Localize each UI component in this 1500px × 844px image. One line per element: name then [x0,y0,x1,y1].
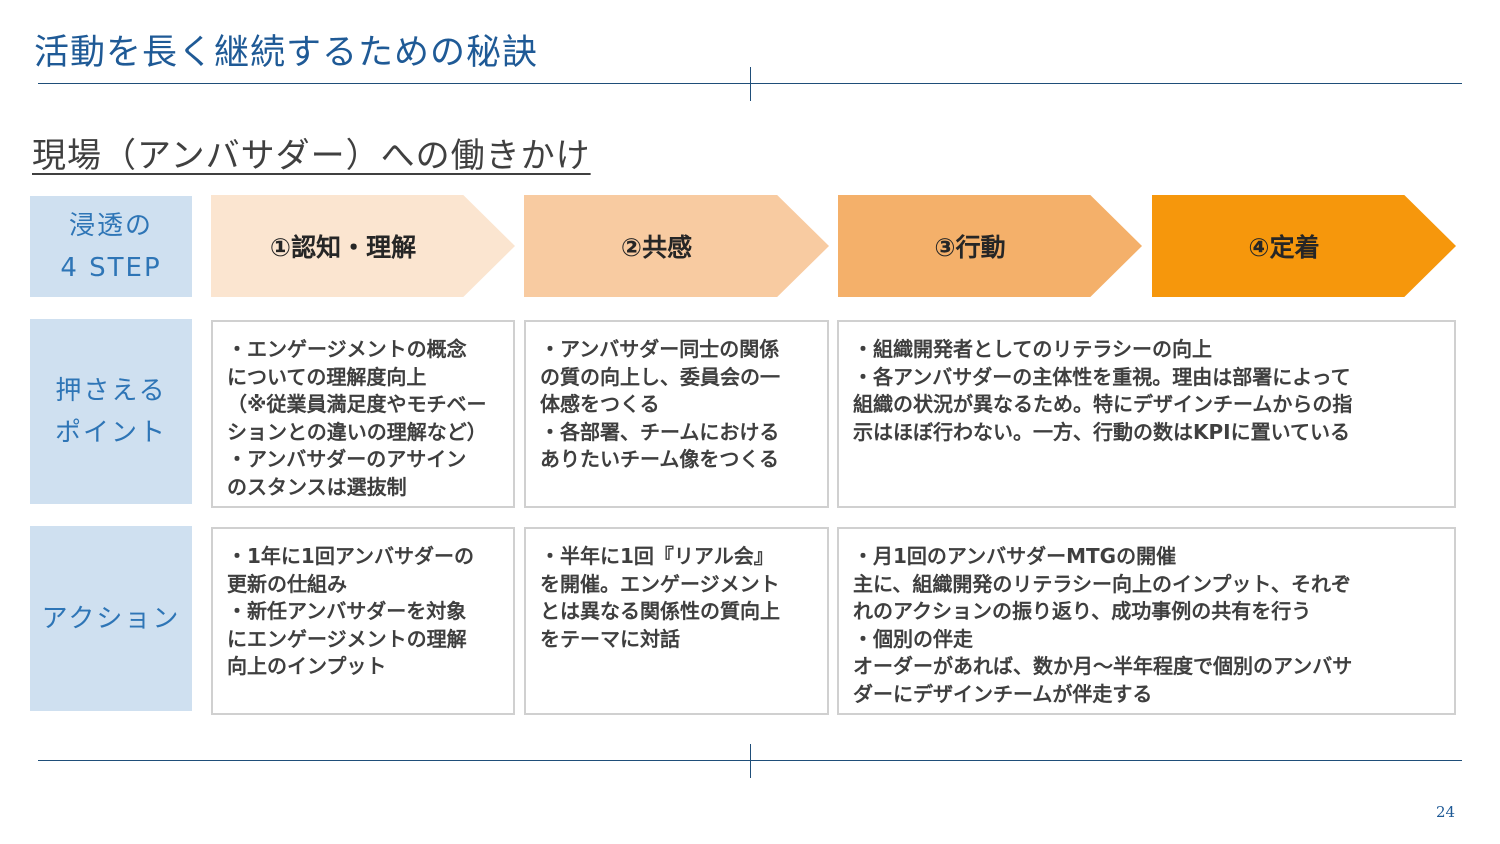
step-label: ②共感 [620,233,693,262]
row-label-steps: 浸透の 4 STEP [30,196,192,297]
action-box-action-fixation: ・月1回のアンバサダーMTGの開催 主に、組織開発のリテラシー向上のインプット、… [837,527,1456,715]
action-box-empathy: ・半年に1回『リアル会』 を開催。エンゲージメント とは異なる関係性の質向上 を… [524,527,829,715]
step-label: ①認知・理解 [269,233,417,262]
step-4-arrow: ④定着 [1152,195,1456,297]
row-label-actions: アクション [30,526,192,711]
slide-title: 活動を長く継続するための秘訣 [34,33,539,73]
bottom-divider-tick [750,744,751,778]
point-box-awareness: ・エンゲージメントの概念 についての理解度向上 （※従業員満足度やモチベー ショ… [211,320,515,508]
page-number: 24 [1436,803,1456,821]
step-label: ③行動 [934,233,1006,262]
step-3-arrow: ③行動 [838,195,1142,297]
step-label: ④定着 [1248,233,1320,262]
top-divider-tick [750,67,751,101]
point-box-empathy: ・アンバサダー同士の関係 の質の向上し、委員会の一 体感をつくる ・各部署、チー… [524,320,829,508]
step-1-arrow: ①認知・理解 [211,195,515,297]
section-heading: 現場（アンバサダー）への働きかけ [32,136,591,176]
action-box-awareness: ・1年に1回アンバサダーの 更新の仕組み ・新任アンバサダーを対象 にエンゲージ… [211,527,515,715]
step-2-arrow: ②共感 [524,195,829,297]
row-label-points: 押さえる ポイント [30,319,192,504]
point-box-action-fixation: ・組織開発者としてのリテラシーの向上 ・各アンバサダーの主体性を重視。理由は部署… [837,320,1456,508]
